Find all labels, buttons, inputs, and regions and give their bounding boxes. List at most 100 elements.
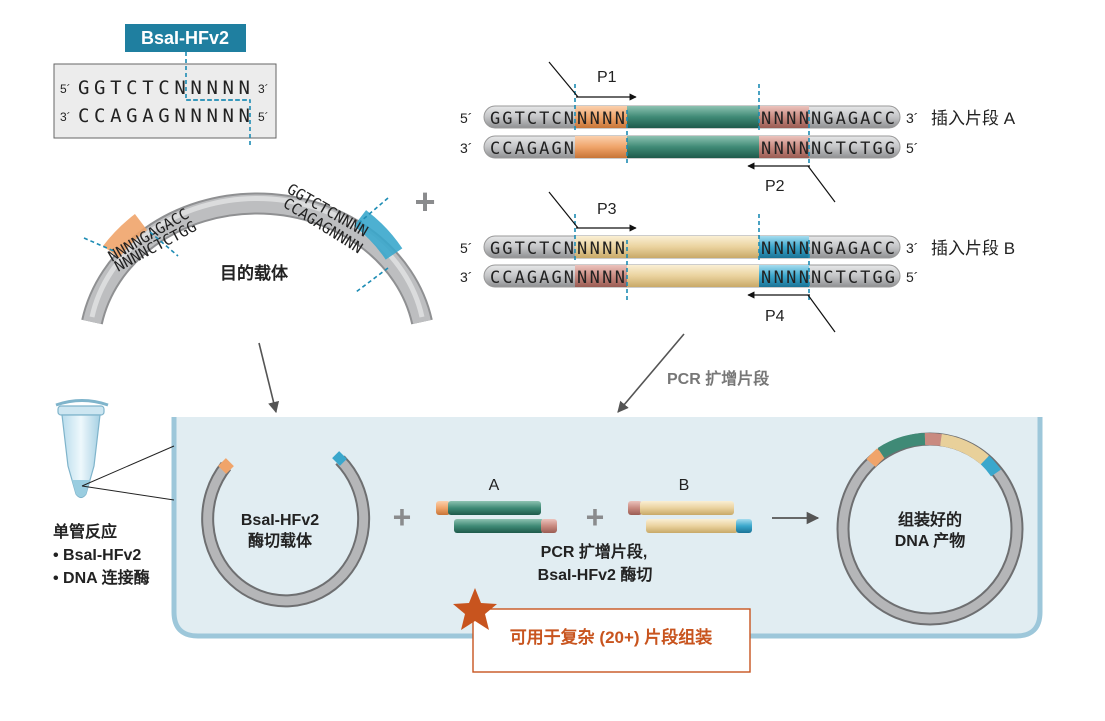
callout-text: 可用于复杂 (20+) 片段组装: [510, 627, 713, 647]
primer-p4-tail: [807, 294, 836, 333]
fragment-a-bottom-green: [627, 136, 759, 158]
vector-cut-right-2: [355, 267, 389, 293]
product-tan-segment: [939, 434, 989, 465]
primer-p2-tail: [807, 165, 836, 203]
cut-vector-ring: [203, 456, 369, 606]
fragment-b-top-right: NGAGACC: [811, 239, 895, 259]
fragment-a-bottom-left: CCAGAGN: [490, 139, 574, 159]
primer-p1-tail: [548, 61, 579, 98]
vector-arc: [83, 194, 431, 324]
vector-label: 目的载体: [220, 263, 289, 283]
cut-vector-blue-end: [332, 451, 347, 466]
tube-lid: [55, 399, 109, 407]
vector-arc-highlight: [89, 196, 425, 318]
cut-vector: BsaI-HFv2 酶切载体: [201, 451, 371, 608]
fragment-a-top-pink: [759, 106, 809, 128]
fragment-b-bottom-pink: [575, 265, 627, 287]
primer-p3-tail: [548, 191, 579, 229]
vector-cut-right-1: [359, 197, 389, 223]
product-green-segment: [877, 433, 926, 459]
fragment-b-bottom-3prime: 3´: [460, 269, 472, 285]
plus-sign-2: +: [586, 499, 605, 535]
cut-line-bottom: [186, 99, 251, 148]
primer-p2-label: P2: [765, 178, 785, 195]
cut-fragment-b-label: B: [679, 477, 690, 494]
cut-fragment-b: B: [628, 477, 752, 533]
tube-item-1: • BsaI-HFv2: [53, 547, 141, 564]
zoom-line-top: [81, 445, 175, 487]
product-label-2: DNA 产物: [895, 531, 966, 550]
plus-sign-1: +: [393, 499, 412, 535]
fragment-b-top-tan: [627, 236, 759, 258]
fragment-a-bottom-5prime: 5´: [906, 140, 918, 156]
fragment-a-top-5prime: 5´: [460, 110, 472, 126]
site-bottom-seq: CCAGAGNNNNN: [78, 105, 250, 127]
site-top-3prime: 3´: [258, 82, 269, 96]
cut-fragment-b-bottom: [646, 519, 738, 533]
cut-fragment-b-top: [640, 501, 734, 515]
site-box: [53, 63, 277, 139]
target-vector: NNNNGAGACC NNNNCTCTGG GGTCTCNNNN CCAGAGN…: [81, 180, 433, 325]
fragment-b-top-5prime: 5´: [460, 240, 472, 256]
plus-sign-top: +: [414, 181, 435, 222]
vector-cut-left-2: [149, 231, 179, 257]
cut-fragment-a-label: A: [489, 477, 500, 494]
fragment-a-top-3prime: 3´: [906, 110, 918, 126]
product-blue-segment: [980, 455, 1001, 477]
tube-title: 单管反应: [53, 522, 117, 541]
cut-fragment-b-bottom-blue: [736, 519, 752, 533]
fragment-b-top-3prime: 3´: [906, 240, 918, 256]
tube-icon: [55, 399, 109, 499]
fragment-a-top-right: NGAGACC: [811, 109, 895, 129]
cut-vector-label-1: BsaI-HFv2: [241, 512, 319, 529]
fragment-b-top-left: GGTCTCN: [490, 239, 574, 259]
fragments-caption-1: PCR 扩增片段,: [541, 542, 648, 561]
product-label-1: 组装好的: [898, 510, 962, 529]
tube-item-2: • DNA 连接酶: [53, 568, 150, 587]
fragment-a-bottom-orange: [575, 136, 627, 158]
arrow-vector-down: [258, 342, 280, 414]
fragment-b-top-blue: [759, 236, 809, 258]
tube-liquid: [72, 480, 90, 497]
zoom-line-bottom: [81, 485, 175, 501]
site-top-5prime: 5´: [60, 82, 71, 96]
cut-line-top: [185, 52, 250, 101]
cut-fragment-a-bottom-pink: [541, 519, 557, 533]
fragment-b-bottom-left: CCAGAGN: [490, 268, 574, 288]
site-top-seq: GGTCTCNNNNN: [78, 77, 250, 99]
pcr-label: PCR 扩增片段: [667, 369, 770, 388]
product-pink-segment: [924, 432, 942, 446]
enzyme-site: BsaI-HFv2 5´ GGTCTCNNNNN 3´ 3´ CCAGAGNNN…: [53, 24, 277, 148]
assembled-product: 组装好的 DNA 产物: [836, 432, 1024, 626]
fragment-b-bottom-tan: [627, 265, 759, 287]
cut-fragment-a-bottom: [454, 519, 544, 533]
cut-vector-label-2: 酶切载体: [248, 531, 313, 550]
primer-p1-label: P1: [597, 69, 617, 86]
cut-vector-orange-end: [218, 458, 234, 474]
tube-rim: [57, 405, 105, 416]
fragment-b-top-tan-left: [575, 236, 627, 258]
fragments-caption-2: BsaI-HFv2 酶切: [538, 565, 653, 584]
callout-box: [472, 608, 751, 673]
cut-fragment-b-top-pink: [628, 501, 642, 515]
fragment-a-top-orange: [575, 106, 627, 128]
vector-blue-overhang: [353, 210, 403, 260]
fragment-b-bottom-5prime: 5´: [906, 269, 918, 285]
site-bottom-5prime: 5´: [258, 110, 269, 124]
fragment-a-top-green: [627, 106, 759, 128]
primer-p3-label: P3: [597, 201, 617, 218]
primer-p4-label: P4: [765, 308, 785, 325]
vector-cut-left-1: [83, 237, 117, 253]
product-orange-segment: [866, 448, 885, 467]
fragment-b: 5´ GGTCTCN NNNN NNNN NGAGACC 3´ 3´ CCAGA…: [460, 191, 1015, 333]
enzyme-label-box: [125, 24, 246, 52]
fragment-a: 5´ GGTCTCN NNNN NNNN NGAGACC 3´ 3´ CCAGA…: [460, 61, 1016, 203]
fragment-b-bottom-right: NCTCTGG: [811, 268, 895, 288]
star-icon: [453, 588, 497, 630]
fragment-a-top-left: GGTCTCN: [490, 109, 574, 129]
site-bottom-3prime: 3´: [60, 110, 71, 124]
fragment-b-label: 插入片段 B: [931, 239, 1015, 258]
arrow-pcr-down: [617, 333, 685, 413]
fragment-a-bottom-3prime: 3´: [460, 140, 472, 156]
